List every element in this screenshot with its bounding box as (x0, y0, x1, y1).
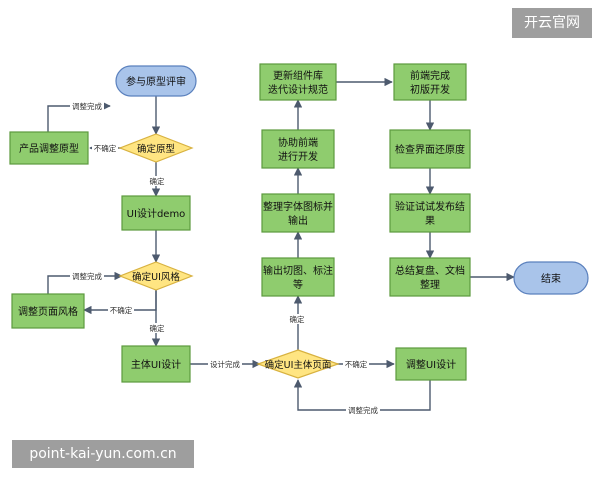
label-adjust-done-1: 调整完成 (72, 101, 102, 111)
process-main-ui: 主体UI设计 (121, 345, 191, 383)
node-check-ui-label: 检查界面还原度 (395, 143, 465, 156)
node-confirm-style-label: 确定UI风格 (132, 271, 180, 283)
node-main-ui-label: 主体UI设计 (131, 358, 181, 371)
node-confirm-main-label: 确定UI主体页面 (265, 359, 332, 371)
node-end-label: 结束 (541, 272, 561, 285)
process-adjust-ui: 调整UI设计 (395, 347, 467, 381)
node-confirm-proto-label: 确定原型 (137, 143, 176, 155)
terminal-start: 参与原型评审 (115, 65, 197, 97)
label-confirm-2: 确定 (150, 323, 165, 333)
process-font-icon: 整理字体图标并 输出 (261, 193, 335, 233)
node-adjust-proto-label: 产品调整原型 (19, 142, 79, 155)
node-update-lib-line-1: 更新组件库 (273, 69, 323, 82)
label-adjust-done-3: 调整完成 (348, 405, 378, 415)
label-adjust-done-2: 调整完成 (72, 271, 102, 281)
node-adjust-style-label: 调整页面风格 (18, 305, 78, 318)
label-design-done: 设计完成 (210, 359, 240, 369)
process-cut-mark: 输出切图、标注 等 (261, 257, 335, 297)
watermark-top-right: 开云官网 (512, 8, 592, 38)
node-assist-fe-line-1: 协助前端 (278, 136, 318, 149)
decision-confirm-proto: 确定原型 (118, 133, 194, 163)
node-font-icon-line-2: 输出 (288, 214, 308, 227)
label-confirm-1: 确定 (150, 176, 165, 186)
process-adjust-style: 调整页面风格 (11, 293, 85, 329)
process-adjust-proto: 产品调整原型 (9, 131, 89, 165)
node-verify-line-1: 验证试试发布结 (395, 200, 465, 213)
node-review-label: 参与原型评审 (126, 75, 186, 88)
decision-confirm-main: 确定UI主体页面 (256, 349, 340, 379)
label-not-confirm-3: 不确定 (345, 359, 368, 369)
process-ui-demo: UI设计demo (121, 195, 191, 231)
connectors (47, 77, 515, 411)
node-fe-done-line-1: 前端完成 (410, 69, 450, 82)
process-check-ui: 检查界面还原度 (389, 129, 471, 169)
process-verify: 验证试试发布结 果 (389, 193, 471, 233)
process-assist-fe: 协助前端 进行开发 (261, 129, 335, 169)
node-fe-done-line-2: 初版开发 (410, 83, 450, 96)
node-summary-line-1: 总结复盘、文档 (395, 264, 465, 277)
node-adjust-ui-label: 调整UI设计 (406, 358, 456, 371)
node-verify-line-2: 果 (425, 215, 435, 227)
process-update-lib: 更新组件库 迭代设计规范 (259, 63, 337, 101)
label-not-confirm-1: 不确定 (94, 143, 117, 153)
node-cut-mark-line-1: 输出切图、标注 (263, 264, 333, 277)
decision-confirm-style: 确定UI风格 (118, 261, 194, 291)
process-fe-done: 前端完成 初版开发 (393, 63, 467, 101)
label-not-confirm-2: 不确定 (110, 305, 133, 315)
node-summary-line-2: 整理 (420, 278, 440, 291)
node-font-icon-line-1: 整理字体图标并 (263, 200, 333, 213)
label-confirm-3: 确定 (290, 314, 305, 324)
watermark-bottom-left: point-kai-yun.com.cn (12, 440, 194, 468)
node-ui-demo-label: UI设计demo (127, 207, 186, 220)
terminal-end: 结束 (513, 261, 589, 295)
node-update-lib-line-2: 迭代设计规范 (268, 83, 328, 96)
node-cut-mark-line-2: 等 (293, 278, 303, 291)
edge-labels: 调整完成 不确定 确定 调整完成 不确定 确定 设计完成 不确定 调整完成 确定 (70, 101, 380, 415)
node-assist-fe-line-2: 进行开发 (278, 150, 318, 163)
process-summary: 总结复盘、文档 整理 (389, 257, 471, 297)
